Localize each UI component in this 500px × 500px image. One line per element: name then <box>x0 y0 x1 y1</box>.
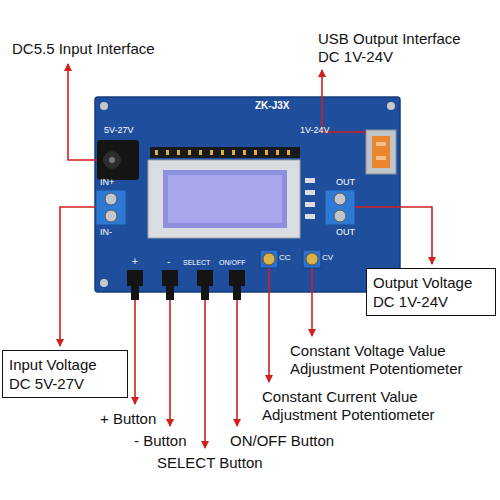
callout-label: + Button <box>100 410 156 428</box>
callout-text: Input Voltage DC 5V-27V <box>9 355 121 393</box>
silkscreen-text: 5V-27V <box>104 126 134 136</box>
callout-text: Output Voltage DC 1V-24V <box>373 273 489 311</box>
callout-label: Constant Voltage Value Adjustment Potent… <box>290 342 478 378</box>
silkscreen-text: 1V-24V <box>300 126 330 136</box>
silkscreen-text: OUT <box>336 228 355 238</box>
callout-label: DC5.5 Input Interface <box>12 40 155 58</box>
silkscreen-text: IN- <box>100 228 112 238</box>
callout-box: Output Voltage DC 1V-24V <box>366 268 496 316</box>
silkscreen-text: - <box>167 256 170 267</box>
callout-box: Input Voltage DC 5V-27V <box>2 350 128 398</box>
callout-label: SELECT Button <box>157 454 263 472</box>
silkscreen-text: OUT <box>336 178 355 188</box>
callout-label: USB Output Interface DC 1V-24V <box>318 30 480 66</box>
silkscreen-text: ON/OFF <box>219 259 245 267</box>
silkscreen-text: IN+ <box>100 178 114 188</box>
silkscreen-text: CV <box>322 254 333 263</box>
callout-label: Constant Current Value Adjustment Potent… <box>262 388 450 424</box>
callout-label: - Button <box>134 432 187 450</box>
callout-label: ON/OFF Button <box>230 432 334 450</box>
silkscreen-text: SELECT <box>183 259 210 267</box>
silkscreen-text: + <box>132 256 138 267</box>
silkscreen-text: CC <box>279 254 291 263</box>
board-model: ZK-J3X <box>255 100 289 111</box>
